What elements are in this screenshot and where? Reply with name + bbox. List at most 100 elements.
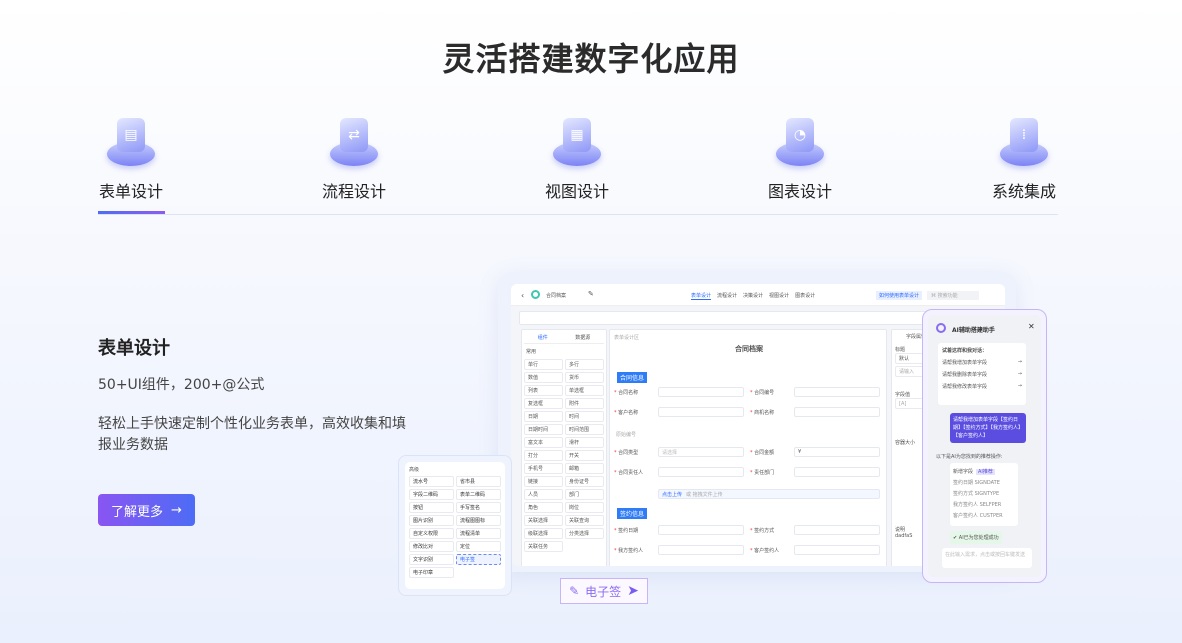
dragging-esign-component[interactable]: ✎电子签➤ <box>560 578 648 604</box>
component-item[interactable]: 多行 <box>565 359 604 370</box>
ai-option[interactable]: 签约方式 SIGNTYPE <box>953 491 1000 497</box>
popup-item[interactable]: 表单二维码 <box>456 489 501 500</box>
component-item[interactable]: 打分 <box>524 450 563 461</box>
component-item[interactable]: 单行 <box>524 359 563 370</box>
ai-option[interactable]: 客户签约人 CUSTPER <box>953 513 1003 519</box>
form-canvas: 表单设计区 合同档案 合同信息 合同名称合同编号客户名称商机名称合同类型合同金额… <box>609 329 887 566</box>
field-label: 商机名称 <box>750 409 774 416</box>
popup-item[interactable]: 流程图图标 <box>456 515 501 526</box>
app-icon <box>531 290 540 299</box>
search-input[interactable]: ⌘ 搜索功能 <box>927 291 979 300</box>
popup-item[interactable]: 修改比对 <box>409 541 454 552</box>
component-item[interactable]: 级联选择 <box>524 528 563 539</box>
learn-more-button[interactable]: 了解更多→ <box>98 494 195 526</box>
field-label: 合同责任人 <box>614 469 643 476</box>
component-grid: 单行多行数值货币列表单选框复选框附件日期时间日期时间时间范围富文本滑杆打分开关手… <box>524 359 604 552</box>
component-item[interactable]: 身份证号 <box>565 476 604 487</box>
popup-item[interactable]: 图片识别 <box>409 515 454 526</box>
field-input[interactable] <box>658 387 744 397</box>
tab-integration[interactable]: ⁞系统集成 <box>964 112 1084 202</box>
upload-area[interactable] <box>658 489 880 499</box>
prompt-item[interactable]: 请帮我增加表单字段→ <box>942 359 1022 366</box>
field-label: 签约日期 <box>614 527 638 534</box>
component-item[interactable]: 角色 <box>524 502 563 513</box>
component-item[interactable]: 附件 <box>565 398 604 409</box>
learn-more-label: 了解更多 <box>111 504 164 520</box>
popup-item[interactable]: 按钮 <box>409 502 454 513</box>
popup-item[interactable]: 流水号 <box>409 476 454 487</box>
prop-desc-value: dadfaS <box>895 533 913 539</box>
help-link[interactable]: 如何使用表单设计 <box>876 291 923 300</box>
component-item[interactable]: 链接 <box>524 476 563 487</box>
form-icon: ▤ <box>105 112 157 170</box>
app-name[interactable]: 合同档案 <box>546 293 567 299</box>
field-input[interactable] <box>794 387 880 397</box>
field-input[interactable] <box>794 467 880 477</box>
field-input[interactable] <box>658 525 744 535</box>
field-input[interactable] <box>658 447 744 457</box>
component-item[interactable]: 关联任务 <box>524 541 563 552</box>
ai-input[interactable]: 在此输入需求，点击或按回车键发送 <box>942 548 1032 568</box>
components-tab[interactable]: 组件 <box>537 335 548 341</box>
edit-icon[interactable]: ✎ <box>588 290 594 298</box>
prompt-item[interactable]: 请帮我修改表单字段→ <box>942 383 1022 390</box>
popup-item[interactable]: 电子印章 <box>409 567 454 578</box>
prop-label: 容器大小 <box>895 440 916 446</box>
field-input[interactable] <box>794 545 880 555</box>
pen-icon: ✎ <box>569 584 580 598</box>
designer-tab[interactable]: 流程设计 <box>717 293 738 299</box>
component-item[interactable]: 手机号 <box>524 463 563 474</box>
designer-tab[interactable]: 决策设计 <box>743 293 764 299</box>
component-item[interactable]: 时间范围 <box>565 424 604 435</box>
component-item[interactable]: 数值 <box>524 372 563 383</box>
field-input[interactable] <box>658 467 744 477</box>
component-item[interactable]: 人员 <box>524 489 563 500</box>
upload-link[interactable]: 点击上传 <box>662 492 683 498</box>
back-icon[interactable]: ‹ <box>521 291 525 300</box>
prompt-item[interactable]: 请帮我删除表单字段→ <box>942 371 1022 378</box>
field-input[interactable] <box>794 525 880 535</box>
datasource-tab[interactable]: 数据源 <box>575 335 591 341</box>
popup-item[interactable]: 定位 <box>456 541 501 552</box>
component-item[interactable]: 货币 <box>565 372 604 383</box>
component-item[interactable]: 邮箱 <box>565 463 604 474</box>
popup-item[interactable]: 自定义权限 <box>409 528 454 539</box>
component-item[interactable]: 关联选择 <box>524 515 563 526</box>
component-item[interactable]: 关联查询 <box>565 515 604 526</box>
component-item[interactable]: 分类选择 <box>565 528 604 539</box>
component-item[interactable]: 富文本 <box>524 437 563 448</box>
designer-tab[interactable]: 表单设计 <box>691 293 712 300</box>
component-item[interactable]: 部门 <box>565 489 604 500</box>
close-icon[interactable]: ✕ <box>1028 322 1035 331</box>
field-input[interactable] <box>658 407 744 417</box>
ai-option[interactable]: 我方签约人 SELFPER <box>953 502 1002 508</box>
popup-item[interactable]: 电子签 <box>456 554 501 565</box>
designer-tab[interactable]: 图表设计 <box>795 293 816 299</box>
popup-item[interactable]: 文字识别 <box>409 554 454 565</box>
component-item[interactable]: 日期时间 <box>524 424 563 435</box>
tab-chart-design[interactable]: ◔图表设计 <box>740 112 860 202</box>
popup-item[interactable]: 手写签名 <box>456 502 501 513</box>
field-input[interactable] <box>794 407 880 417</box>
field-input[interactable] <box>794 447 880 457</box>
designer-tabs: 表单设计 流程设计 决策设计 视图设计 图表设计 <box>691 292 815 300</box>
advanced-components-popup: 高级 流水号省市县字段二维码表单二维码按钮手写签名图片识别流程图图标自定义权限流… <box>398 455 512 596</box>
ai-option[interactable]: 签约日期 SIGNDATE <box>953 480 1000 486</box>
popup-item[interactable]: 流程清单 <box>456 528 501 539</box>
component-item[interactable]: 开关 <box>565 450 604 461</box>
component-item[interactable]: 滑杆 <box>565 437 604 448</box>
component-item[interactable]: 列表 <box>524 385 563 396</box>
popup-item[interactable]: 省市县 <box>456 476 501 487</box>
popup-item[interactable]: 字段二维码 <box>409 489 454 500</box>
tab-form-design[interactable]: ▤表单设计 <box>71 112 191 202</box>
field-input[interactable] <box>658 545 744 555</box>
tab-flow-design[interactable]: ⇄流程设计 <box>294 112 414 202</box>
component-item[interactable]: 日期 <box>524 411 563 422</box>
component-item[interactable]: 单选框 <box>565 385 604 396</box>
component-item[interactable]: 岗位 <box>565 502 604 513</box>
tab-view-design[interactable]: ▦视图设计 <box>517 112 637 202</box>
designer-tab[interactable]: 视图设计 <box>769 293 790 299</box>
component-item[interactable]: 复选框 <box>524 398 563 409</box>
component-item[interactable]: 时间 <box>565 411 604 422</box>
